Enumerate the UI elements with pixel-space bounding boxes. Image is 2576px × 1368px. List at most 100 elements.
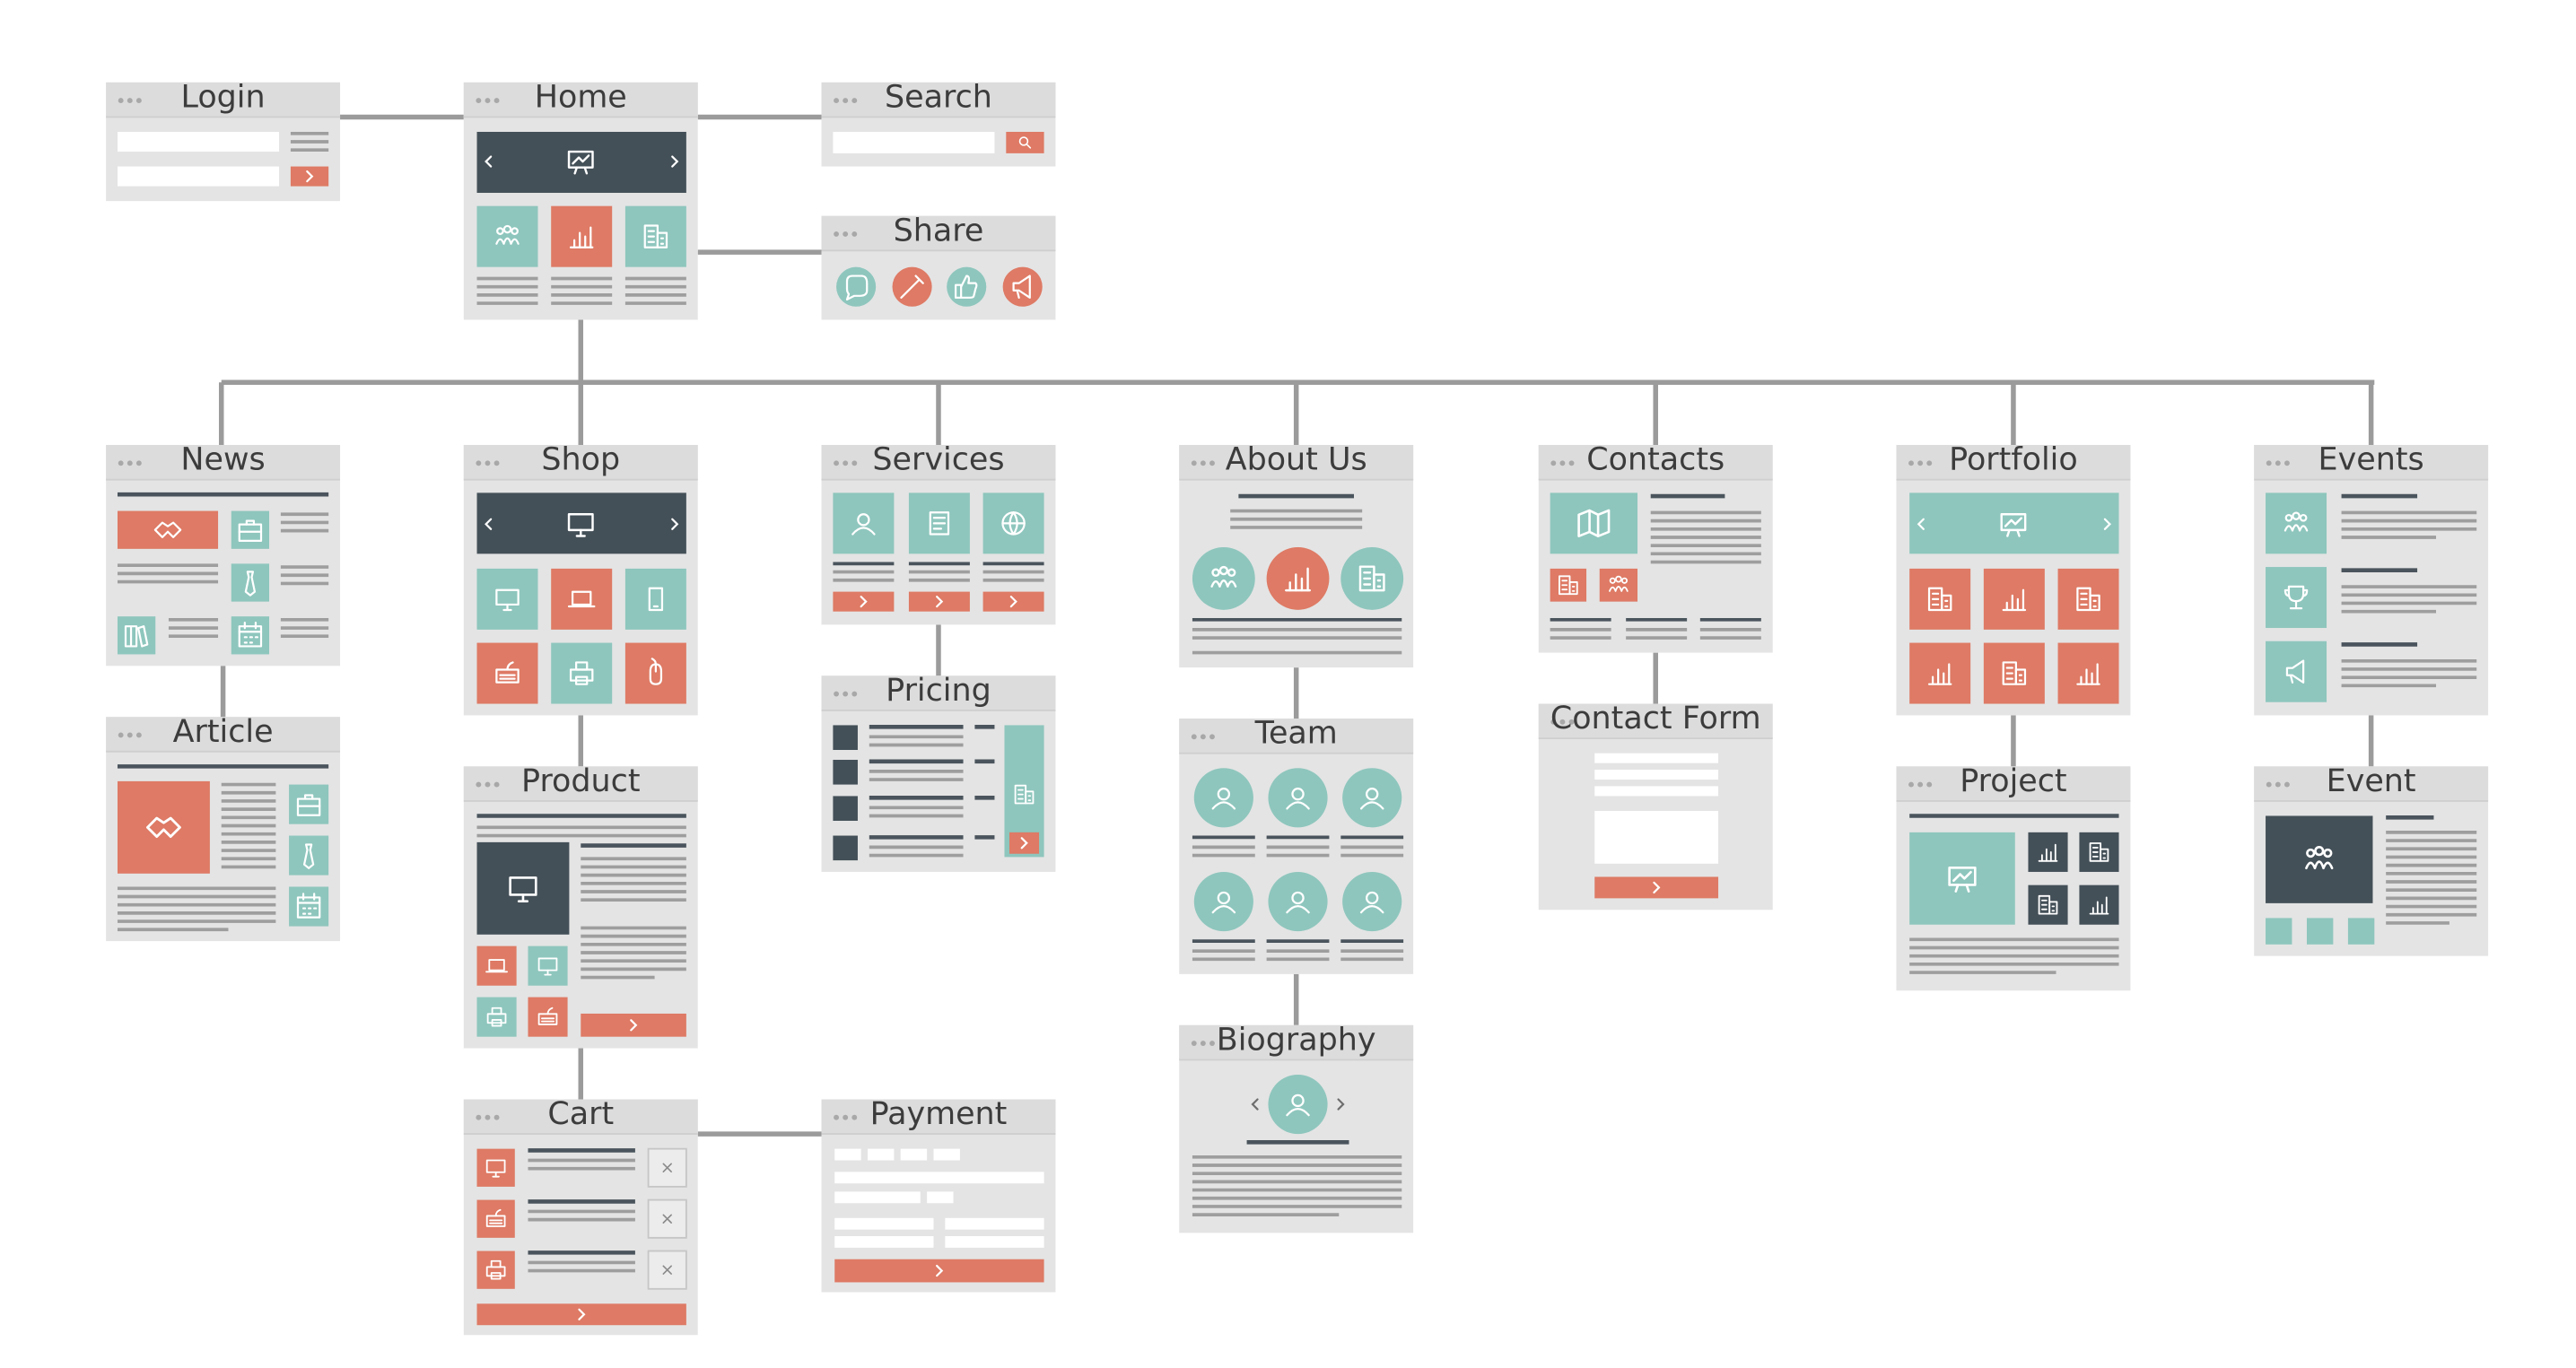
page-portfolio-dot xyxy=(1926,460,1933,466)
avatar xyxy=(1268,871,1328,932)
page-event-header xyxy=(2254,766,2489,801)
page-contact-form-content xyxy=(1594,753,1719,899)
page-events: Events xyxy=(2254,442,2489,716)
bars xyxy=(2040,843,2056,862)
chevron-left-icon xyxy=(1917,518,1925,530)
trend xyxy=(572,154,590,165)
page-login: Login xyxy=(106,79,341,202)
page-home-dot xyxy=(493,98,500,104)
plan-bullet xyxy=(833,835,858,861)
tile xyxy=(476,1250,515,1289)
tile xyxy=(1909,832,2015,925)
card-brand xyxy=(933,1148,960,1161)
head xyxy=(1620,577,1629,584)
page-share-dot xyxy=(851,231,858,237)
printer-icon xyxy=(486,1006,507,1027)
page-cart-title: Cart xyxy=(547,1096,614,1132)
page-payment: Payment xyxy=(821,1096,1056,1293)
chart-icon xyxy=(1285,567,1311,592)
trophy-icon xyxy=(2283,585,2309,610)
tile xyxy=(1550,568,1587,602)
tray xyxy=(575,675,589,685)
arrow-button xyxy=(982,591,1044,612)
page-news-title: News xyxy=(180,442,265,478)
building-icon xyxy=(643,224,668,248)
last-name-field xyxy=(945,1217,1044,1230)
page-portfolio-dot xyxy=(1917,460,1924,466)
frame xyxy=(567,150,594,169)
search-icon xyxy=(1018,136,1032,149)
head xyxy=(1218,565,1229,576)
chevron-left-icon xyxy=(1251,1098,1259,1111)
body xyxy=(851,527,876,536)
windows xyxy=(1017,789,1032,802)
page-pricing-dot xyxy=(834,691,840,697)
annex xyxy=(2100,848,2109,862)
search-field xyxy=(833,131,995,153)
tile xyxy=(1550,492,1638,554)
tile xyxy=(551,205,613,267)
x xyxy=(662,1214,672,1224)
head xyxy=(1291,891,1305,905)
bodies xyxy=(2283,524,2309,532)
user-icon xyxy=(1211,891,1236,914)
page-event-dot xyxy=(2266,781,2272,788)
page-search-content xyxy=(833,131,1044,153)
windows xyxy=(2080,592,2097,608)
avatar xyxy=(1266,547,1330,610)
page-biography-dot xyxy=(1200,1041,1206,1046)
tile xyxy=(2079,832,2119,872)
page-contacts-content xyxy=(1550,492,1761,640)
page-share-dot xyxy=(843,231,849,237)
plan-bullet xyxy=(833,796,858,821)
page-search-dot xyxy=(834,98,840,104)
body xyxy=(1359,801,1384,810)
bars xyxy=(2080,663,2099,685)
close-icon xyxy=(662,1265,672,1275)
page-product-header xyxy=(463,766,698,801)
page-payment-dot xyxy=(843,1114,849,1120)
page-share-header xyxy=(821,215,1056,251)
bodies xyxy=(1210,579,1237,588)
chevron-right-icon xyxy=(860,596,868,608)
cvv-field xyxy=(927,1191,954,1204)
user-icon xyxy=(1359,788,1384,810)
bodies xyxy=(2305,860,2334,870)
page-login-content xyxy=(117,131,329,187)
page-about-title: About Us xyxy=(1226,442,1367,478)
mouse-icon xyxy=(649,658,663,685)
head xyxy=(1211,568,1220,578)
page-shop-title: Shop xyxy=(541,442,620,478)
page-services: Services xyxy=(821,442,1056,625)
head xyxy=(2299,513,2308,522)
avatar xyxy=(1002,266,1043,307)
thumbnail xyxy=(2347,918,2375,945)
page-biography-dot xyxy=(1191,1041,1197,1046)
chart-icon xyxy=(2002,588,2027,612)
tile xyxy=(2028,832,2068,872)
trend xyxy=(2004,517,2022,527)
monitor-icon xyxy=(495,588,520,612)
head xyxy=(1615,575,1622,583)
page-shop-dot xyxy=(485,460,491,466)
page-payment-dot xyxy=(834,1114,840,1120)
page-event: Event xyxy=(2254,763,2489,956)
handshake-icon xyxy=(153,521,182,538)
tie-icon xyxy=(302,843,315,869)
page-project-content xyxy=(1909,814,2119,974)
page-contacts-dot xyxy=(1550,460,1557,466)
annex xyxy=(2048,901,2058,915)
page-payment-header xyxy=(821,1099,1056,1135)
globe-icon xyxy=(1001,511,1026,536)
pages-layer: Login Home Search Share News Shop Servic… xyxy=(106,79,2489,1336)
user-icon xyxy=(1359,891,1384,914)
stand xyxy=(2006,528,2021,537)
page-share: Share xyxy=(821,213,1056,320)
card-brand xyxy=(867,1148,895,1161)
bars xyxy=(572,226,592,248)
page-cart-dot xyxy=(485,1114,491,1120)
team-icon xyxy=(2305,846,2334,870)
page-cart-dot xyxy=(493,1114,500,1120)
building-icon xyxy=(2089,842,2109,862)
subject-field xyxy=(1594,786,1719,797)
